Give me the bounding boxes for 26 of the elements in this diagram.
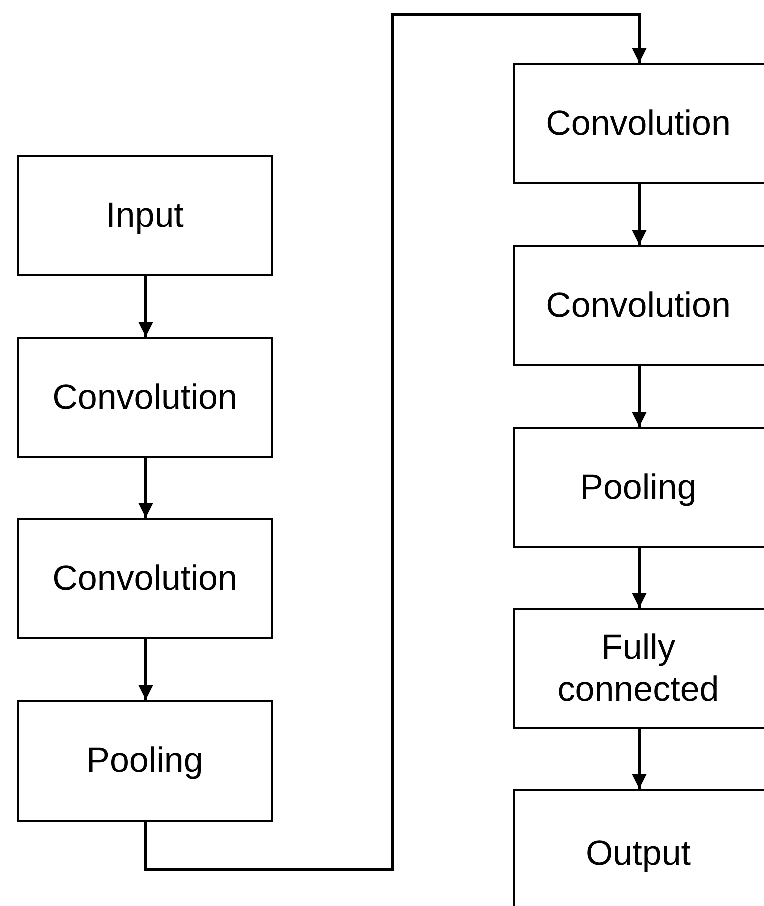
layer-box — [17, 700, 273, 822]
layer-label: Convolution — [52, 376, 238, 418]
layer-label: Fully connected — [556, 626, 720, 710]
arrow — [138, 276, 154, 337]
layer-box — [17, 155, 273, 276]
arrow — [632, 548, 647, 608]
layer-label: Convolution — [52, 558, 238, 600]
layer-box — [513, 245, 764, 366]
arrow — [632, 184, 647, 245]
layer-label: Convolution — [546, 284, 731, 326]
arrow — [632, 729, 647, 789]
layer-box — [513, 789, 764, 906]
arrow — [138, 639, 154, 700]
layer-label: Output — [586, 833, 692, 875]
layer-label: Pooling — [580, 466, 697, 508]
arrow — [138, 458, 154, 518]
layer-box — [513, 427, 764, 548]
layer-box — [513, 608, 764, 729]
layer-label: Convolution — [546, 102, 731, 144]
arrow — [632, 366, 647, 427]
arrow — [144, 14, 647, 872]
layer-box — [513, 63, 764, 184]
layer-box — [17, 518, 273, 639]
layer-box — [17, 337, 273, 458]
layer-label: Input — [106, 194, 184, 236]
layer-label: Pooling — [86, 740, 204, 782]
